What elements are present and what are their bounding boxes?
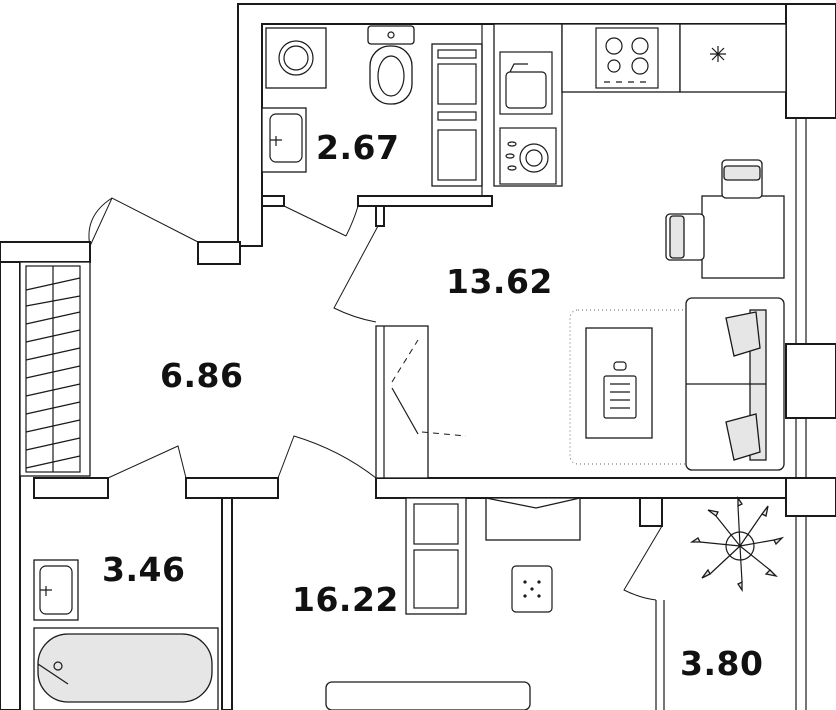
wall-hall-bottom-mid (185, 477, 279, 499)
desk-icon (485, 497, 581, 613)
room-area-bedroom: 16.22 (292, 580, 399, 619)
sofa-icon (685, 297, 785, 471)
wall-bath-divider (221, 497, 233, 710)
sink-icon-bath (33, 559, 79, 621)
laptop-icon (585, 327, 653, 439)
fridge-icon (710, 46, 726, 62)
room-area-kitchen-living: 13.62 (446, 262, 553, 301)
wall-hall-bottom-left (33, 477, 109, 499)
bed (325, 681, 531, 710)
sink-icon-kitchen (499, 51, 553, 115)
plant-icon (689, 495, 785, 593)
shoe-rack (19, 261, 91, 477)
room-area-wc: 2.67 (316, 128, 400, 167)
bathtub-icon (33, 627, 219, 710)
table-icon (701, 195, 785, 279)
rug (569, 309, 771, 465)
washing-machine-icon (265, 27, 327, 89)
wall-balcony-post (639, 497, 663, 527)
wall-right-mid (785, 343, 836, 419)
windows (655, 118, 807, 710)
doors (88, 197, 663, 601)
nightstands (405, 497, 467, 615)
kitchen-counter (493, 23, 787, 187)
toilet-icon (367, 25, 415, 105)
sink-icon (261, 107, 307, 173)
walls (0, 3, 836, 710)
wall-left-upper (197, 241, 241, 265)
wall-bedroom-top (375, 477, 791, 499)
wall-left-hall (0, 241, 21, 710)
room-area-bathroom: 3.46 (102, 550, 186, 589)
wall-left-hall-top (0, 241, 91, 263)
room-area-hallway: 6.86 (160, 356, 244, 395)
chair-icon (665, 159, 763, 261)
wall-right-top (785, 3, 836, 119)
wardrobe-icon (375, 325, 467, 479)
dishwasher-icon (499, 127, 557, 185)
wall-right-low (785, 477, 836, 517)
wall-wc-right (357, 195, 493, 207)
room-area-balcony: 3.80 (680, 644, 764, 683)
wall-wc-bottom (261, 195, 285, 207)
stove-icon (595, 27, 659, 89)
shelf-unit (431, 43, 483, 187)
